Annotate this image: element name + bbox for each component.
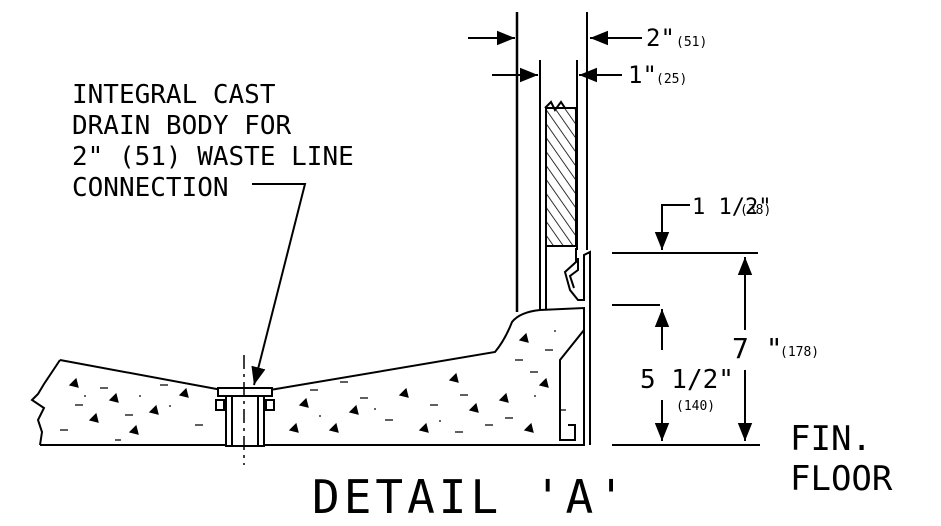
callout-leader bbox=[251, 183, 307, 386]
callout-line-3: 2" (51) WASTE LINE bbox=[72, 142, 354, 172]
drain-body bbox=[215, 387, 275, 447]
dim-lip-value: 1 1/2" bbox=[692, 195, 771, 220]
detail-title: DETAIL 'A' bbox=[312, 470, 629, 524]
callout-line-4: CONNECTION bbox=[72, 173, 229, 203]
dim-heights bbox=[654, 257, 753, 441]
cove-flashing bbox=[545, 246, 591, 445]
wall-liner bbox=[545, 107, 577, 247]
dim-height-total-mm: (178) bbox=[780, 345, 819, 360]
floor-label-line-2: FLOOR bbox=[790, 459, 893, 499]
dim-lip-mm: (38) bbox=[740, 203, 771, 218]
break-line bbox=[544, 100, 575, 112]
dim-wall-main: 2" bbox=[646, 24, 675, 52]
dim-lip bbox=[612, 204, 760, 446]
dim-height-total: 7 " bbox=[732, 332, 783, 365]
dim-wall bbox=[468, 30, 642, 83]
dim-height-partial-mm: (140) bbox=[676, 399, 715, 414]
callout-line-1: INTEGRAL CAST bbox=[72, 80, 276, 110]
dim-height-partial: 5 1/2" bbox=[640, 365, 734, 395]
aggregate-stipple bbox=[60, 330, 566, 441]
floor-label-line-1: FIN. bbox=[790, 419, 872, 459]
dim-wall-inner-mm: (25) bbox=[656, 72, 687, 87]
concrete-slab bbox=[30, 306, 585, 446]
callout-line-2: DRAIN BODY FOR bbox=[72, 111, 291, 141]
dim-wall-main-mm: (51) bbox=[676, 35, 707, 50]
dim-wall-inner: 1" bbox=[628, 61, 657, 89]
